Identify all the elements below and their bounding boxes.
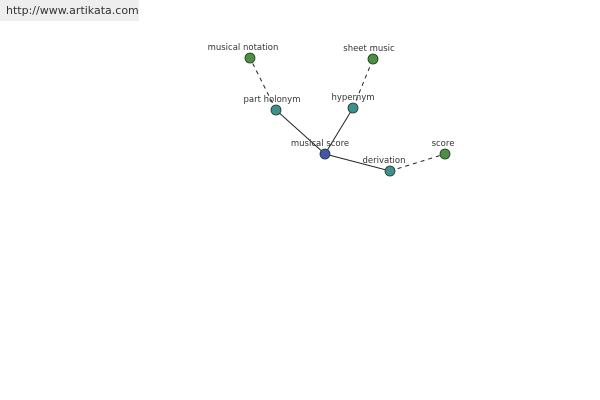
edge-center-part-holonym — [275, 109, 326, 155]
label-sheet-music[interactable]: sheet music — [343, 44, 395, 54]
site-url-banner[interactable]: http://www.artikata.com — [0, 0, 139, 21]
label-musical-score[interactable]: musical score — [291, 139, 349, 149]
node-part-holonym[interactable] — [270, 104, 282, 116]
label-score[interactable]: score — [432, 139, 455, 149]
edge-center-hypernym — [324, 107, 354, 155]
edge-derivation-score — [389, 153, 446, 172]
label-part-holonym: part holonym — [244, 95, 301, 105]
node-musical-notation[interactable] — [244, 52, 256, 64]
node-hypernym[interactable] — [347, 102, 359, 114]
node-derivation[interactable] — [384, 165, 396, 177]
edge-center-derivation — [324, 153, 391, 172]
node-sheet-music[interactable] — [367, 53, 379, 65]
label-derivation: derivation — [362, 156, 405, 166]
edge-hypernym-sheet-music — [352, 58, 374, 109]
edge-part-holonym-musical-notation — [249, 57, 277, 111]
node-musical-score[interactable] — [319, 148, 331, 160]
node-score[interactable] — [439, 148, 451, 160]
label-musical-notation[interactable]: musical notation — [208, 43, 279, 53]
label-hypernym: hypernym — [331, 93, 374, 103]
